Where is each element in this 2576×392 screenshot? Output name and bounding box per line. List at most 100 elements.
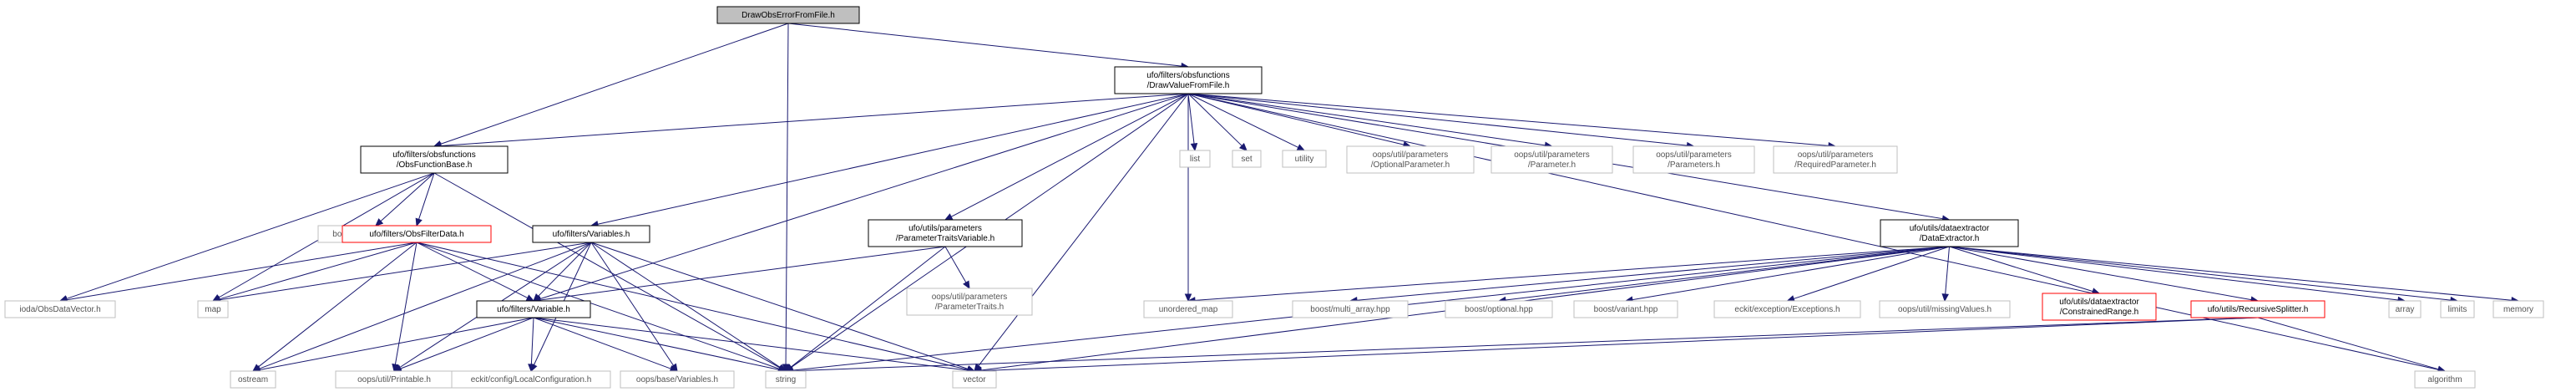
node-variables[interactable]: ufo/filters/Variables.h bbox=[532, 225, 650, 243]
node-oopsvariables[interactable]: oops/base/Variables.h bbox=[620, 370, 735, 389]
node-box bbox=[1179, 150, 1211, 168]
node-label: DrawObsErrorFromFile.h bbox=[741, 11, 835, 20]
node-box bbox=[1632, 145, 1755, 174]
node-box bbox=[1346, 145, 1475, 174]
edge-variables-to-map bbox=[211, 242, 592, 303]
node-box bbox=[1445, 300, 1553, 318]
node-box bbox=[1114, 66, 1263, 94]
node-constrainedrange[interactable]: ufo/utils/dataextractor/ConstrainedRange… bbox=[2042, 293, 2157, 321]
node-label: /DataExtractor.h bbox=[1920, 234, 1980, 243]
node-unordered-map[interactable]: unordered_map bbox=[1143, 300, 1233, 318]
node-dataextractor[interactable]: ufo/utils/dataextractor/DataExtractor.h bbox=[1880, 219, 2019, 247]
node-obsfilterdata[interactable]: ufo/filters/ObsFilterData.h bbox=[342, 225, 492, 243]
node-paramtraits[interactable]: oops/util/parameters/ParameterTraits.h bbox=[906, 288, 1033, 316]
node-label: oops/util/parameters bbox=[932, 293, 1008, 302]
node-recursivesplitter[interactable]: ufo/utils/RecursiveSplitter.h bbox=[2190, 300, 2325, 318]
node-label: /Parameters.h bbox=[1668, 160, 1720, 170]
node-memory[interactable]: memory bbox=[2492, 300, 2544, 318]
node-box bbox=[1282, 150, 1327, 168]
node-label: ufo/utils/RecursiveSplitter.h bbox=[2208, 305, 2309, 314]
node-box bbox=[765, 370, 807, 389]
node-obsfunctionbase[interactable]: ufo/filters/obsfunctions/ObsFunctionBase… bbox=[360, 145, 509, 174]
node-printable[interactable]: oops/util/Printable.h bbox=[335, 370, 453, 389]
node-box bbox=[532, 225, 650, 243]
edge-recursivesplitter-to-algorithm bbox=[2257, 317, 2447, 373]
node-array[interactable]: array bbox=[2388, 300, 2422, 318]
edge-obsfilterdata-to-printable bbox=[392, 242, 418, 373]
node-box bbox=[1573, 300, 1678, 318]
edge-obsfilterdata-to-ostream bbox=[252, 242, 418, 372]
node-label: eckit/config/LocalConfiguration.h bbox=[471, 375, 592, 384]
node-ostream[interactable]: ostream bbox=[230, 370, 276, 389]
node-label: ufo/filters/Variables.h bbox=[553, 230, 630, 239]
edge-root-to-string bbox=[782, 23, 790, 373]
node-localconfiguration[interactable]: eckit/config/LocalConfiguration.h bbox=[451, 370, 611, 389]
node-label: list bbox=[1190, 155, 1200, 164]
node-requiredparameter[interactable]: oops/util/parameters/RequiredParameter.h bbox=[1773, 145, 1898, 174]
edge-obsfunctionbase-to-noncopyable bbox=[375, 172, 435, 227]
node-drawvalue[interactable]: ufo/filters/obsfunctions/DrawValueFromFi… bbox=[1114, 66, 1263, 94]
edge-drawvalue-to-algorithm bbox=[1187, 93, 2447, 374]
node-box bbox=[2042, 293, 2157, 321]
node-label: /OptionalParameter.h bbox=[1371, 160, 1450, 170]
node-utility[interactable]: utility bbox=[1282, 150, 1327, 168]
node-label: ufo/filters/obsfunctions bbox=[392, 150, 476, 160]
node-list[interactable]: list bbox=[1179, 150, 1211, 168]
edge-paramtraitsvariable-to-paramtraits bbox=[944, 246, 970, 290]
node-optional[interactable]: boost/optional.hpp bbox=[1445, 300, 1553, 318]
edge-obsfilterdata-to-variable bbox=[416, 242, 535, 302]
node-label: oops/util/parameters bbox=[1656, 150, 1732, 160]
edge-dataextractor-to-missingvalues bbox=[1941, 246, 1950, 303]
node-parameter[interactable]: oops/util/parameters/Parameter.h bbox=[1490, 145, 1613, 174]
node-label: oops/util/parameters bbox=[1514, 150, 1590, 160]
node-variable[interactable]: ufo/filters/Variable.h bbox=[476, 300, 591, 318]
node-map[interactable]: map bbox=[197, 300, 229, 318]
node-label: boost/multi_array.hpp bbox=[1310, 305, 1390, 314]
node-vector[interactable]: vector bbox=[952, 370, 997, 389]
node-string[interactable]: string bbox=[765, 370, 807, 389]
node-multi-array[interactable]: boost/multi_array.hpp bbox=[1292, 300, 1409, 318]
node-label: /ParameterTraits.h bbox=[935, 303, 1004, 312]
edge-dataextractor-to-array bbox=[1949, 246, 2406, 304]
edge-variables-to-string bbox=[590, 242, 787, 372]
edge-drawvalue-to-unordered-map bbox=[1184, 94, 1192, 303]
edge-dataextractor-to-limits bbox=[1949, 246, 2459, 304]
edge-obsfunctionbase-to-obsfilterdata bbox=[415, 172, 435, 227]
node-box bbox=[1880, 219, 2019, 247]
node-optionalparameter[interactable]: oops/util/parameters/OptionalParameter.h bbox=[1346, 145, 1475, 174]
node-box bbox=[1292, 300, 1409, 318]
edge-variable-to-vector bbox=[533, 317, 976, 374]
node-exceptions[interactable]: eckit/exception/Exceptions.h bbox=[1713, 300, 1861, 318]
node-label: unordered_map bbox=[1159, 305, 1218, 314]
node-box bbox=[230, 370, 276, 389]
node-set[interactable]: set bbox=[1232, 150, 1262, 168]
edge-drawvalue-to-parameter bbox=[1187, 93, 1553, 150]
node-label: boost/optional.hpp bbox=[1465, 305, 1533, 314]
node-box bbox=[952, 370, 997, 389]
node-label: ufo/filters/ObsFilterData.h bbox=[369, 230, 463, 239]
node-label: oops/util/missingValues.h bbox=[1898, 305, 1991, 314]
edge-drawvalue-to-paramtraitsvariable bbox=[944, 93, 1189, 221]
node-box bbox=[1232, 150, 1262, 168]
node-obsdatavector[interactable]: ioda/ObsDataVector.h bbox=[4, 300, 116, 318]
node-variant[interactable]: boost/variant.hpp bbox=[1573, 300, 1678, 318]
node-root[interactable]: DrawObsErrorFromFile.h bbox=[716, 6, 860, 24]
edge-obsfilterdata-to-string bbox=[416, 242, 787, 373]
edge-variable-to-localconfiguration bbox=[528, 317, 535, 373]
node-label: utility bbox=[1295, 155, 1314, 164]
node-label: algorithm bbox=[2427, 375, 2462, 384]
node-missingvalues[interactable]: oops/util/missingValues.h bbox=[1879, 300, 2011, 318]
node-parameters[interactable]: oops/util/parameters/Parameters.h bbox=[1632, 145, 1755, 174]
node-box bbox=[1490, 145, 1613, 174]
node-algorithm[interactable]: algorithm bbox=[2414, 370, 2476, 389]
edge-drawvalue-to-variable bbox=[532, 93, 1189, 303]
node-label: ufo/utils/parameters bbox=[908, 224, 982, 233]
node-box bbox=[451, 370, 611, 389]
node-limits[interactable]: limits bbox=[2440, 300, 2475, 318]
node-box bbox=[716, 6, 860, 24]
node-paramtraitsvariable[interactable]: ufo/utils/parameters/ParameterTraitsVari… bbox=[868, 219, 1023, 247]
node-label: ostream bbox=[238, 375, 268, 384]
node-label: boost/variant.hpp bbox=[1594, 305, 1658, 314]
edge-variables-to-oopsvariables bbox=[590, 242, 678, 373]
